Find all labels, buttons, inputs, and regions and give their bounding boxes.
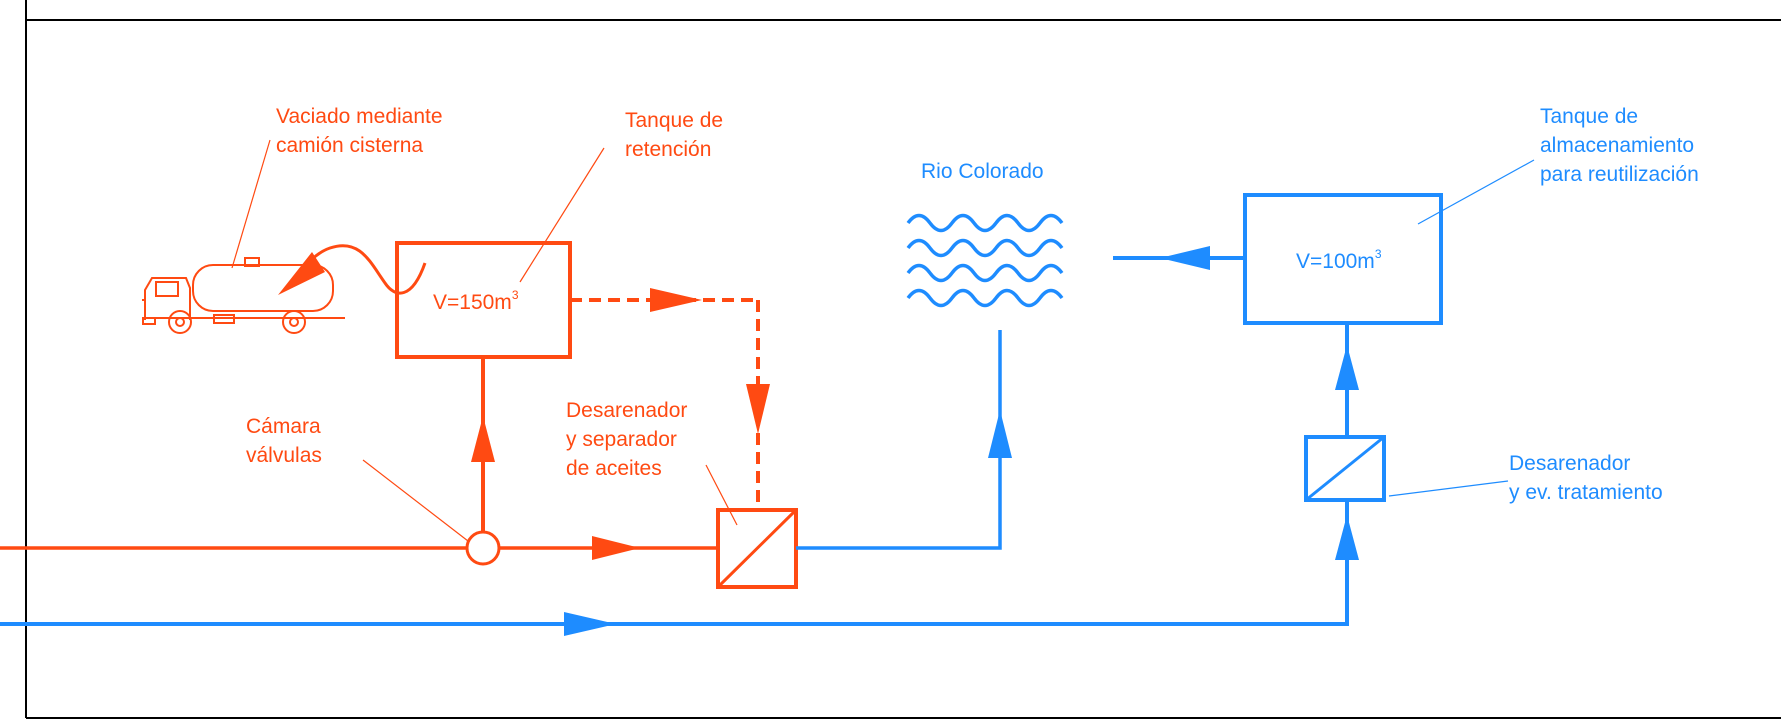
storage-tank-volume: V=100m3	[1296, 247, 1382, 273]
river-waves-icon	[906, 213, 1064, 308]
blue-left-arrow	[1160, 246, 1210, 270]
sand-trap-oil-label: Desarenador y separador de aceites	[566, 399, 693, 480]
blue-up-arrow-upper	[1335, 345, 1359, 390]
retention-tank-label: Tanque de retención	[625, 109, 729, 161]
filter-separator-icon	[1304, 435, 1386, 502]
retention-tank	[395, 241, 572, 359]
tanker-truck-icon	[142, 257, 345, 334]
valve-icon	[465, 530, 501, 566]
hose-arrow	[278, 252, 325, 295]
orange-up-arrow	[471, 416, 495, 462]
storage-tank-label: Tanque de almacenamiento para reutilizac…	[1540, 105, 1700, 186]
blue-outlet-pipe	[796, 330, 1002, 550]
retention-tank-volume: V=150m3	[433, 288, 519, 314]
blue-up-arrow-lower	[1335, 515, 1359, 560]
blue-flow-arrow	[564, 612, 616, 636]
valve-chamber-label: Cámara válvulas	[246, 415, 327, 467]
truck-label: Vaciado mediante camión cisterna	[276, 105, 448, 157]
suction-hose	[298, 244, 427, 295]
blue-leader-lines	[1388, 159, 1535, 497]
blue-up-arrow-river	[988, 410, 1012, 458]
filter-separator-icon	[716, 508, 798, 589]
drawing-frame	[25, 0, 1781, 719]
orange-leader-lines	[231, 139, 738, 542]
sand-trap-treatment-label: Desarenador y ev. tratamiento	[1509, 452, 1663, 504]
overflow-arrow-right	[650, 288, 702, 312]
river-label: Rio Colorado	[921, 160, 1044, 183]
storage-tank	[1243, 193, 1443, 325]
orange-flow-arrow	[592, 536, 640, 560]
overflow-arrow-down	[746, 384, 770, 434]
blue-inlet-pipe	[0, 500, 1349, 626]
